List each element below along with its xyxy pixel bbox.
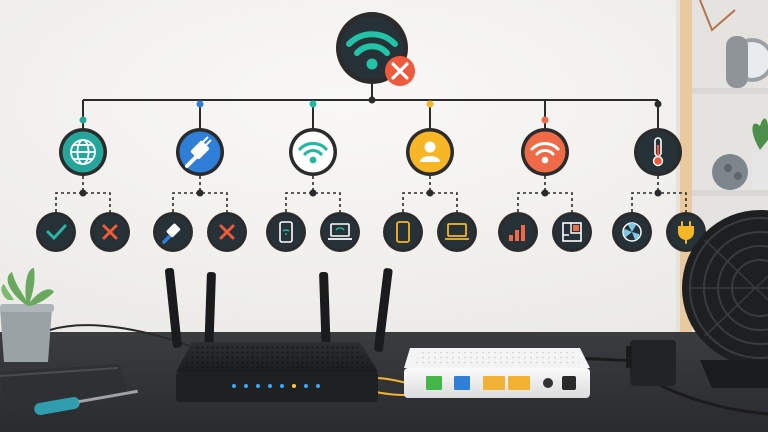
ethernet-port-green	[426, 376, 442, 390]
vase	[726, 36, 748, 88]
thermometer-icon	[652, 137, 664, 167]
power-switch	[562, 376, 576, 390]
ethernet-cable-icon	[162, 223, 181, 244]
branch-color-dots	[79, 100, 662, 124]
signal-bars-icon	[509, 225, 525, 241]
check-icon	[46, 224, 67, 241]
lan-port-2	[508, 376, 530, 390]
tree-junction-dots	[79, 96, 662, 197]
power-adapter	[626, 340, 676, 386]
close-icon	[102, 224, 118, 240]
power-plug-icon	[678, 221, 694, 244]
floor-plan-icon	[562, 222, 582, 242]
leaf-wifi-laptop	[320, 212, 360, 252]
leaf-user-tablet	[383, 212, 423, 252]
plant-small	[752, 118, 768, 190]
leaf-temperature-power	[666, 212, 706, 252]
leaf-signal-bars	[498, 212, 538, 252]
branch-node-user	[406, 128, 454, 176]
ethernet-cable-icon	[185, 136, 212, 168]
desk-fan	[682, 210, 768, 388]
leaf-wifi-phone	[266, 212, 306, 252]
leaf-ethernet-fail	[207, 212, 247, 252]
leaf-internet-fail	[90, 212, 130, 252]
branch-node-wifi	[289, 128, 337, 176]
decor-ball	[712, 154, 748, 190]
shelf	[676, 0, 768, 335]
tablet-icon	[396, 221, 410, 243]
leaf-temperature-fan	[612, 212, 652, 252]
ethernet-port-blue	[454, 376, 470, 390]
wifi-router	[164, 267, 393, 402]
laptop-icon	[445, 223, 469, 240]
branch-node-internet	[59, 128, 107, 176]
branch-node-signal	[521, 128, 569, 176]
branch-node-ethernet	[176, 128, 224, 176]
leaf-user-laptop	[437, 212, 477, 252]
phone-wifi-icon	[279, 221, 293, 243]
globe-icon	[70, 139, 96, 165]
laptop-wifi-icon	[328, 223, 352, 240]
leaf-internet-ok	[36, 212, 76, 252]
fan-icon	[622, 222, 642, 242]
weak-wifi-icon	[530, 142, 560, 164]
modem	[404, 348, 590, 398]
lan-port-1	[483, 376, 505, 390]
wifi-icon	[346, 31, 398, 70]
power-port	[543, 378, 553, 388]
close-icon	[219, 224, 235, 240]
branch-node-temperature	[634, 128, 682, 176]
leaf-ethernet-cable	[153, 212, 193, 252]
potted-plant	[0, 268, 55, 362]
root-node	[336, 12, 415, 86]
user-icon	[420, 141, 440, 162]
status-leds	[232, 384, 320, 388]
screwdriver	[34, 389, 138, 415]
leaf-signal-floorplan	[552, 212, 592, 252]
wifi-icon	[298, 141, 328, 164]
close-icon	[385, 56, 415, 86]
